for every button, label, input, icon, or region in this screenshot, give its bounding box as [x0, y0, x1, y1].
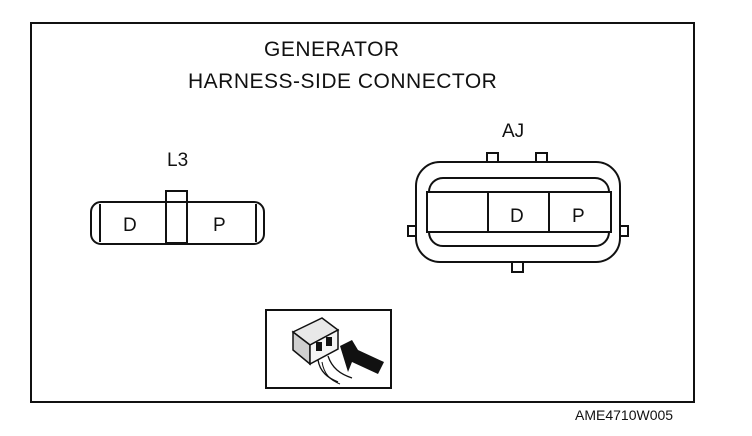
- connector-aj-pin-p: P: [572, 206, 585, 227]
- diagram-title-line2: HARNESS-SIDE CONNECTOR: [188, 70, 498, 93]
- diagram-title-line1: GENERATOR: [264, 38, 400, 61]
- connector-l3-label: L3: [167, 150, 189, 171]
- connector-aj-pin-d: D: [510, 206, 524, 227]
- diagram-frame: [30, 22, 695, 403]
- connector-aj: D P: [407, 152, 629, 273]
- connector-l3-pin-p: P: [213, 215, 226, 236]
- connector-aj-label: AJ: [502, 121, 525, 142]
- connector-l3-pin-d: D: [123, 215, 137, 236]
- connector-with-arrow-icon: [265, 309, 392, 389]
- connector-l3: D P: [90, 190, 265, 245]
- figure-code: AME4710W005: [575, 407, 674, 423]
